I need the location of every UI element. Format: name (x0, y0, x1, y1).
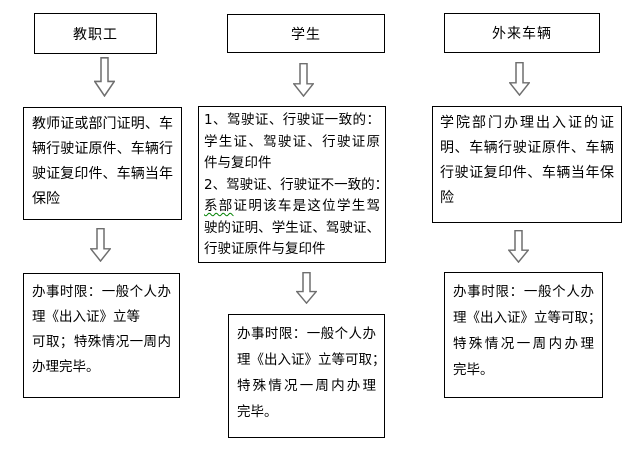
requirements-box-external-vehicle: 学院部门办理出入证的证 明、车辆行驶证原件、车辆 行驶证复印件、车辆当年保 险 (432, 106, 622, 223)
text-line: 特殊情况一周内办理 (237, 378, 376, 394)
header-label-external-vehicle: 外来车辆 (492, 26, 552, 42)
text-line: 理《出入证》立等可取； (453, 310, 602, 326)
text-line: 学院部门办理出入证的证 (440, 115, 614, 131)
text-line: 可取；特殊情况一周内 (32, 334, 171, 350)
down-arrow-icon (94, 57, 115, 97)
text-line: 行驶证原件与复印件 (204, 241, 326, 257)
text-line: 理《出入证》立等 (32, 309, 140, 325)
header-box-external-vehicle: 外来车辆 (444, 13, 600, 53)
text-line-rest: 证明该车是这位学生驾 (233, 198, 381, 214)
header-label-student: 学生 (291, 26, 321, 43)
text-line: 特殊情况一周内办理 (453, 336, 594, 352)
down-arrow-icon (508, 230, 529, 263)
text-line: 教师证或部门证明、车 (32, 116, 173, 132)
text-line: 2、驾驶证、行驶证不一致的： (204, 176, 389, 193)
text-line: 险 (440, 190, 454, 206)
text-line: 保险 (32, 191, 60, 207)
text-line: 完毕。 (453, 362, 494, 378)
text-line: 驶的证明、学生证、驾驶证、 (204, 219, 380, 236)
text-line: 办事时限：一般个人办 (32, 284, 171, 300)
spellcheck-flagged-text: 系部 (204, 198, 234, 214)
requirements-box-staff: 教师证或部门证明、车 辆行驶证原件、车辆行 驶证复印件、车辆当年 保险 (23, 107, 182, 220)
header-box-student: 学生 (227, 14, 385, 53)
header-box-staff: 教职工 (34, 13, 157, 54)
text-line: 辆行驶证原件、车辆行 (32, 141, 173, 157)
down-arrow-icon (293, 63, 314, 97)
processing-time-box-staff: 办事时限：一般个人办 理《出入证》立等 可取；特殊情况一周内 办理完毕。 (23, 273, 180, 398)
down-arrow-icon (90, 228, 111, 262)
text-line: 驶证复印件、车辆当年 (32, 166, 173, 182)
text-line: 学生证、驾驶证、行驶证原 (204, 133, 380, 150)
text-line: 办事时限：一般个人办 (237, 326, 376, 342)
text-line: 件与复印件 (204, 155, 272, 171)
text-line: 完毕。 (237, 404, 278, 420)
text-line: 1、驾驶证、行驶证一致的： (204, 112, 380, 128)
processing-time-box-student: 办事时限：一般个人办 理《出入证》立等可取； 特殊情况一周内办理 完毕。 (228, 314, 386, 438)
header-label-staff: 教职工 (73, 26, 118, 43)
processing-time-box-external-vehicle: 办事时限：一般个人办 理《出入证》立等可取； 特殊情况一周内办理 完毕。 (444, 272, 603, 398)
text-line: 理《出入证》立等可取； (237, 352, 386, 368)
down-arrow-icon (296, 272, 317, 304)
text-line: 行驶证复印件、车辆当年保 (440, 165, 614, 181)
text-line-with-spellcheck: 系部证明该车是这位学生驾 (204, 196, 380, 218)
requirements-box-student: 1、驾驶证、行驶证一致的： 学生证、驾驶证、行驶证原 件与复印件 2、驾驶证、行… (198, 106, 389, 263)
text-line: 办理完毕。 (32, 359, 100, 375)
text-line: 办事时限：一般个人办 (453, 284, 594, 300)
down-arrow-icon (509, 62, 530, 96)
text-line: 明、车辆行驶证原件、车辆 (440, 140, 614, 156)
